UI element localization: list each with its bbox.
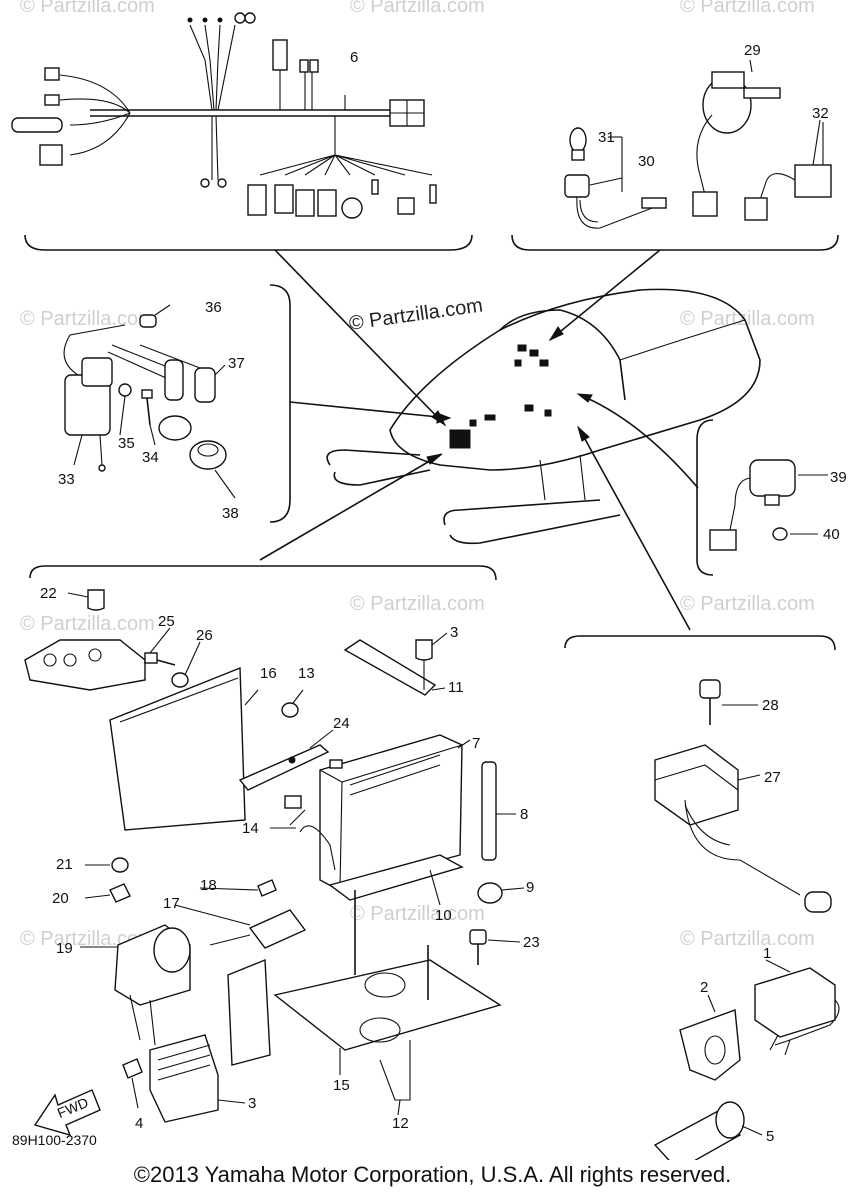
callout-13: 13 (298, 665, 315, 682)
callout-8: 8 (520, 806, 528, 823)
group-leaders (259, 249, 699, 631)
callout-26: 26 (196, 627, 213, 644)
callout-23: 23 (523, 934, 540, 951)
callout-30: 30 (638, 153, 655, 170)
watermark-faint: © Partzilla.com (680, 593, 815, 615)
watermark-main: © Partzilla.com (348, 294, 485, 335)
watermarks: © Partzilla.com © Partzilla.com © Partzi… (20, 0, 815, 950)
watermark-faint: © Partzilla.com (20, 613, 155, 635)
watermark-faint: © Partzilla.com (680, 928, 815, 950)
callout-9: 9 (526, 879, 534, 896)
group-relay (696, 419, 828, 576)
callout-4: 4 (135, 1115, 143, 1132)
callout-19: 19 (56, 940, 73, 957)
watermark-faint: © Partzilla.com (350, 0, 485, 17)
callout-31: 31 (598, 129, 615, 146)
group-ignition-coil (63, 284, 291, 523)
callout-40: 40 (823, 526, 840, 543)
callout-15: 15 (333, 1077, 350, 1094)
callout-25: 25 (158, 613, 175, 630)
callout-6: 6 (350, 49, 358, 66)
callout-33: 33 (58, 471, 75, 488)
diagram-code: 89H100-2370 (12, 1132, 97, 1148)
callout-32: 32 (812, 105, 829, 122)
callout-7: 7 (472, 735, 480, 752)
callout-27: 27 (764, 769, 781, 786)
callout-34: 34 (142, 449, 159, 466)
callout-18: 18 (200, 877, 217, 894)
callout-12: 12 (392, 1115, 409, 1132)
callout-3b: 3 (248, 1095, 256, 1112)
group-battery-area (24, 565, 525, 1137)
callout-38: 38 (222, 505, 239, 522)
callout-35: 35 (118, 435, 135, 452)
watermark-faint: © Partzilla.com (680, 308, 815, 330)
group-cdi (564, 635, 840, 1160)
copyright-notice: ©2013 Yamaha Motor Corporation, U.S.A. A… (133, 1162, 732, 1187)
callout-39: 39 (830, 469, 847, 486)
callout-14: 14 (242, 820, 259, 837)
callout-1: 1 (763, 945, 771, 962)
callout-17: 17 (163, 895, 180, 912)
watermark-faint: © Partzilla.com (350, 903, 485, 925)
group-wire-harness (11, 12, 473, 251)
callout-37: 37 (228, 355, 245, 372)
watermark-faint: © Partzilla.com (350, 593, 485, 615)
snowmobile-outline (326, 288, 761, 545)
callout-29: 29 (744, 42, 761, 59)
parts-diagram: © Partzilla.com © Partzilla.com © Partzi… (11, 0, 847, 1160)
callout-11: 11 (448, 679, 464, 696)
callout-5: 5 (766, 1128, 774, 1145)
callout-16: 16 (260, 665, 277, 682)
watermark-faint: © Partzilla.com (20, 308, 155, 330)
callout-36: 36 (205, 299, 222, 316)
callout-22: 22 (40, 585, 57, 602)
callout-28: 28 (762, 697, 779, 714)
callout-21: 21 (56, 856, 73, 873)
callout-24: 24 (333, 715, 350, 732)
callout-10: 10 (435, 907, 452, 924)
group-switches (511, 59, 839, 251)
watermark-faint: © Partzilla.com (20, 0, 155, 17)
watermark-faint: © Partzilla.com (680, 0, 815, 17)
callout-3a: 3 (450, 624, 458, 641)
callout-20: 20 (52, 890, 69, 907)
callout-2: 2 (700, 979, 708, 996)
